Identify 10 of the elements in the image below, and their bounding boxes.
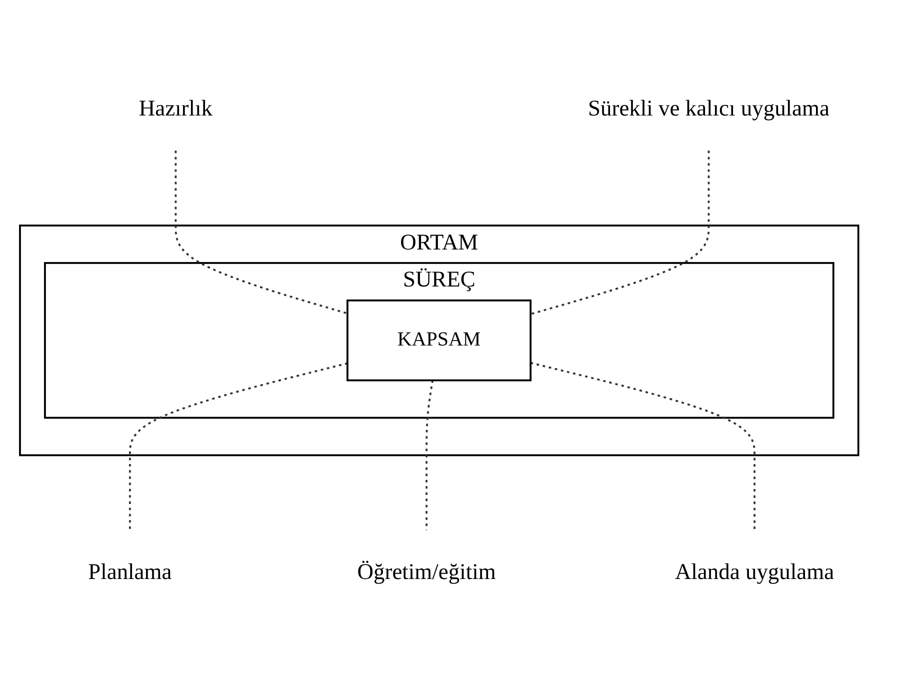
node-text: Alanda uygulama [674,558,834,584]
node-box: KAPSAM [346,300,532,382]
connector [174,150,348,314]
connector [128,362,348,530]
connector [530,362,756,530]
node-text: Planlama [88,558,172,584]
node-text: Sürekli ve kalıcı uygulama [588,96,830,121]
node-text: Öğretim/eğitim [357,558,496,584]
connector [530,150,710,316]
node-text: Hazırlık [138,96,213,121]
